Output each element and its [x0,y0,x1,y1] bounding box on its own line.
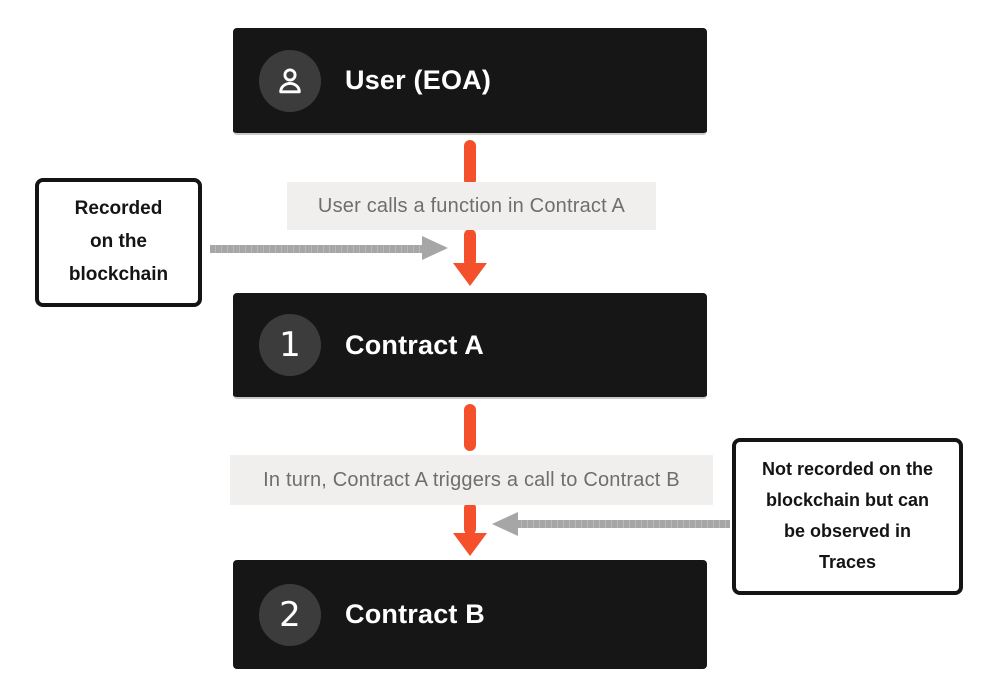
person-icon [279,67,301,93]
contract-a-number-circle: 1 [259,314,321,376]
contract-b-number: 2 [279,594,301,635]
flow-arrow-user-to-a-shaft-bottom [464,229,476,267]
not-recorded-pointer-arrow-head [492,512,518,536]
flow-arrow-user-to-a-head [453,263,487,286]
node-contract-a-title: Contract A [345,329,485,360]
edge-label-user-calls-contract-a: User calls a function in Contract A [287,182,656,230]
annotation-not-recorded-traces: Not recorded on the blockchain but can b… [732,438,963,595]
node-user-eoa: User (EOA) [233,28,707,135]
node-user-title: User (EOA) [345,65,492,95]
user-avatar-circle [259,49,321,112]
recorded-pointer-arrow-head [422,236,448,260]
flow-arrow-a-to-b-head [453,533,487,556]
not-recorded-pointer-arrow-shaft [516,520,730,528]
flow-arrow-a-to-b-shaft-bottom [464,502,476,535]
flow-arrow-a-to-b-shaft-top [464,404,476,451]
contract-a-number: 1 [279,325,301,365]
node-contract-b-title: Contract B [345,599,486,629]
annotation-recorded-on-blockchain: Recorded on the blockchain [35,178,202,307]
contract-b-number-circle: 2 [259,583,321,646]
node-contract-b: 2 Contract B [233,560,707,669]
edge-label-contract-a-triggers-b: In turn, Contract A triggers a call to C… [230,455,713,505]
recorded-pointer-arrow-shaft [210,245,424,253]
flow-arrow-user-to-a-shaft-top [464,140,476,186]
node-contract-a: 1 Contract A [233,293,707,399]
